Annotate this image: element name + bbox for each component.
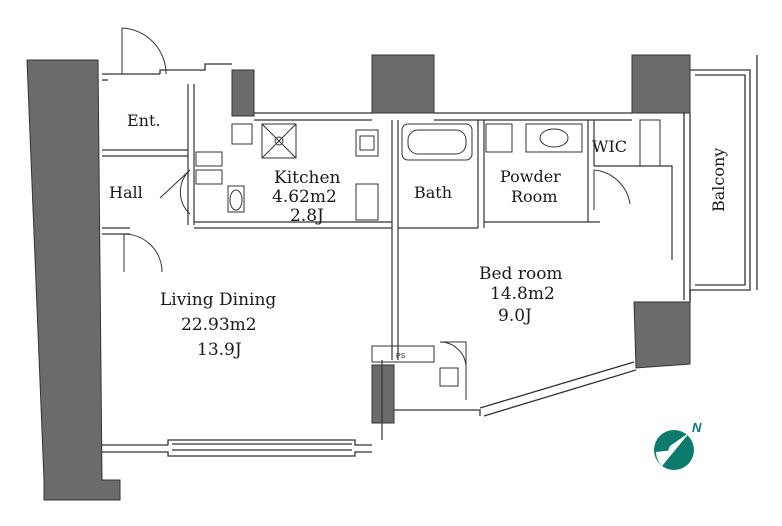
refrigerator (355, 183, 379, 221)
balcony-label: Balcony (709, 148, 728, 212)
entrance-label: Ent. (127, 111, 161, 130)
wic-label: WIC (592, 137, 627, 156)
entrance-pillar (231, 69, 255, 117)
hall-door (123, 233, 163, 273)
kitchen-area: 4.62m2 (272, 187, 337, 207)
compass-needle (662, 432, 690, 466)
kitchen-jo: 2.8J (290, 206, 324, 226)
toilet (227, 185, 245, 213)
kitchen-sink (355, 129, 379, 157)
bedroom-area: 14.8m2 (490, 284, 555, 304)
living-dining-label: Living Dining (160, 290, 276, 310)
interior-walls (102, 84, 673, 440)
ps-label: PS (396, 353, 406, 360)
powder-room-line2: Room (511, 187, 557, 206)
compass-north-letter: N (692, 420, 702, 435)
top-column-center (371, 54, 435, 114)
ps-box (371, 345, 435, 363)
left-column-wall (26, 59, 121, 501)
shoe-cabinet (195, 151, 223, 167)
living-dining-area: 22.93m2 (181, 315, 257, 335)
bedroom-jo: 9.0J (498, 306, 532, 326)
structural-walls (26, 54, 691, 501)
outer-walls (102, 55, 758, 457)
hall-label: Hall (109, 183, 143, 202)
entrance-door (121, 27, 167, 75)
lower-column (371, 364, 395, 424)
bathtub (401, 123, 473, 161)
ps-door (439, 341, 467, 400)
top-column-right (631, 54, 691, 114)
powder-room-line1: Powder (500, 167, 561, 186)
bedroom-label: Bed room (479, 264, 563, 284)
vanity (525, 123, 583, 153)
stove (261, 123, 297, 159)
bedroom-corner-column (633, 301, 691, 369)
bath-label: Bath (414, 183, 452, 202)
powder-door (593, 169, 631, 210)
fixtures (195, 119, 661, 387)
kitchen-label: Kitchen (274, 168, 340, 188)
wic-shelf (639, 119, 661, 167)
door-swings (121, 27, 631, 400)
washing-machine (485, 123, 513, 153)
living-dining-jo: 13.9J (197, 340, 242, 360)
hall-side-door (159, 169, 191, 215)
north-compass: N (654, 420, 702, 470)
